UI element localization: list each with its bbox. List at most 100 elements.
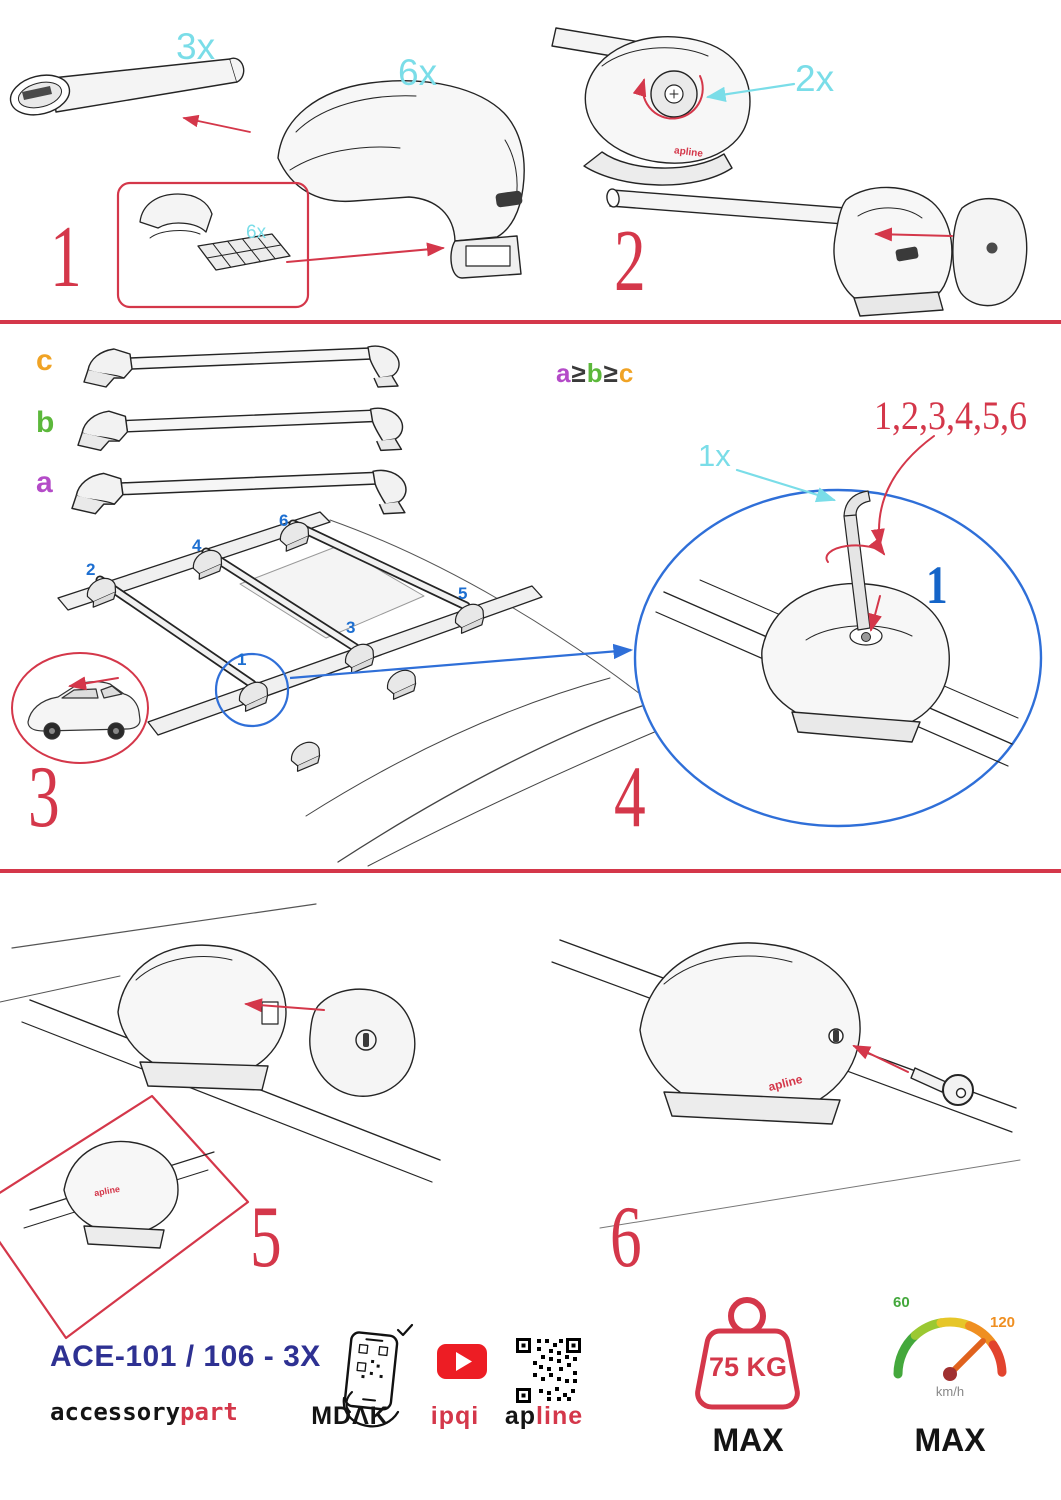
step4-zoom-illustration	[633, 435, 1043, 828]
key-insert-arrow	[852, 1045, 909, 1073]
windshield-line	[337, 701, 655, 863]
detail-line	[663, 955, 793, 985]
crossbar-5-6	[290, 521, 469, 609]
roof-position-4: 4	[192, 536, 202, 555]
phone-home-line	[362, 1398, 377, 1402]
foot-body	[639, 942, 861, 1117]
sequence-arrow	[870, 435, 935, 547]
play-triangle-icon	[456, 1352, 472, 1371]
bar-size-c-label: c	[36, 344, 53, 377]
key-shaft	[910, 1067, 947, 1093]
sunroof-glass	[239, 545, 425, 639]
cover-quantity-label: 2x	[795, 58, 835, 99]
thumb-outline	[345, 1391, 353, 1413]
crossbar-end-cap	[229, 57, 245, 83]
windshield-line	[305, 677, 611, 817]
lock-cover-piece	[309, 988, 416, 1097]
section-divider	[0, 320, 1061, 324]
pad-grid-line	[206, 244, 282, 259]
max-load-value: 75 KG	[708, 1352, 788, 1382]
qr-finder	[358, 1343, 369, 1355]
step-6-number: 6	[610, 1189, 642, 1286]
qr-module	[369, 1371, 373, 1376]
tool-qty-arrow	[735, 468, 837, 503]
step-2-number: 2	[614, 213, 646, 310]
qr-module	[370, 1359, 375, 1364]
car-direction-arrow	[68, 676, 119, 691]
car-window	[61, 688, 99, 699]
gauge-arc-red	[988, 1340, 1007, 1377]
bar-size-a-label: a	[36, 466, 53, 499]
pad-quantity-label: 6x	[246, 222, 267, 243]
car-wheel-hub	[49, 728, 55, 734]
detail-line	[601, 47, 709, 67]
phone-notch	[365, 1338, 384, 1342]
crossbar-oval-end	[606, 188, 620, 208]
foot-base	[853, 291, 944, 317]
foot-quantity-label: 6x	[398, 52, 438, 93]
detail-line	[805, 625, 913, 641]
apline-logo: apline	[498, 1402, 590, 1431]
inset-plane-frame	[0, 1094, 250, 1340]
gauge-needle-hub	[943, 1367, 957, 1381]
crossbar-slot	[22, 86, 52, 100]
step1-foot-illustration	[277, 80, 525, 279]
size-rule: a≥b≥c	[556, 358, 634, 389]
bar-size-b-label: b	[36, 406, 55, 439]
pad-insert-arrow	[286, 242, 445, 263]
position-1-highlight-circle	[214, 652, 290, 728]
inset-foot-body	[63, 1140, 179, 1235]
ipqi-logo: ipqi	[430, 1402, 480, 1430]
inset-frame	[116, 181, 310, 309]
cover-insert-arrow	[244, 998, 325, 1013]
detail-line	[857, 207, 923, 219]
qr-finder	[356, 1361, 367, 1372]
phone-outline	[343, 1331, 399, 1411]
qr-module	[379, 1374, 383, 1379]
detail-line	[135, 956, 233, 981]
bar-size-b-illustration	[77, 407, 404, 452]
speed-high-tick: 120	[990, 1314, 1016, 1331]
speed-unit: km/h	[935, 1384, 965, 1399]
inset-foot-base	[83, 1225, 165, 1249]
cover-insert-arrow	[874, 227, 953, 242]
rule-a: a	[556, 358, 572, 388]
detail-line	[289, 146, 401, 171]
qr-code-icon	[516, 1338, 581, 1403]
rail-line	[21, 1021, 433, 1183]
sequence-first-number: 1	[926, 555, 948, 615]
key-hole	[955, 1087, 967, 1099]
accessorypart-logo-red: part	[180, 1398, 238, 1426]
step1-pad-inset	[116, 181, 445, 309]
roof-edge-line	[11, 903, 317, 949]
detail-line	[149, 230, 201, 239]
phone-scan-icon	[342, 1323, 414, 1428]
youtube-icon	[437, 1344, 487, 1379]
roof-position-5: 5	[458, 584, 468, 603]
speedometer-icon	[893, 1317, 1007, 1381]
foot-base	[583, 151, 733, 186]
roof-position-2: 2	[86, 560, 96, 579]
car-window	[100, 685, 123, 699]
rule-b: b	[586, 358, 604, 388]
max-speed-label: MAX	[914, 1422, 986, 1458]
apline-logo-black: ap	[504, 1402, 537, 1430]
section-divider	[0, 869, 1061, 873]
foot-base	[791, 711, 921, 743]
step-4-number: 4	[614, 749, 646, 846]
foot-body	[117, 944, 287, 1079]
accessorypart-logo: accessorypart	[50, 1398, 238, 1426]
lock-cylinder	[355, 1029, 377, 1051]
rule-c: c	[618, 358, 635, 388]
roof-edge-line	[0, 975, 121, 1003]
mdak-logo: MDΛK	[311, 1402, 389, 1430]
crossbar-1-2	[97, 577, 255, 687]
step5-lock-cover-illustration	[0, 903, 441, 1340]
step6-key-illustration	[551, 939, 1021, 1229]
roof-edge-line	[599, 1159, 1021, 1229]
rule-gte: ≥	[603, 358, 619, 388]
qr-module	[361, 1374, 365, 1379]
key-rotation-arrow	[825, 537, 886, 563]
